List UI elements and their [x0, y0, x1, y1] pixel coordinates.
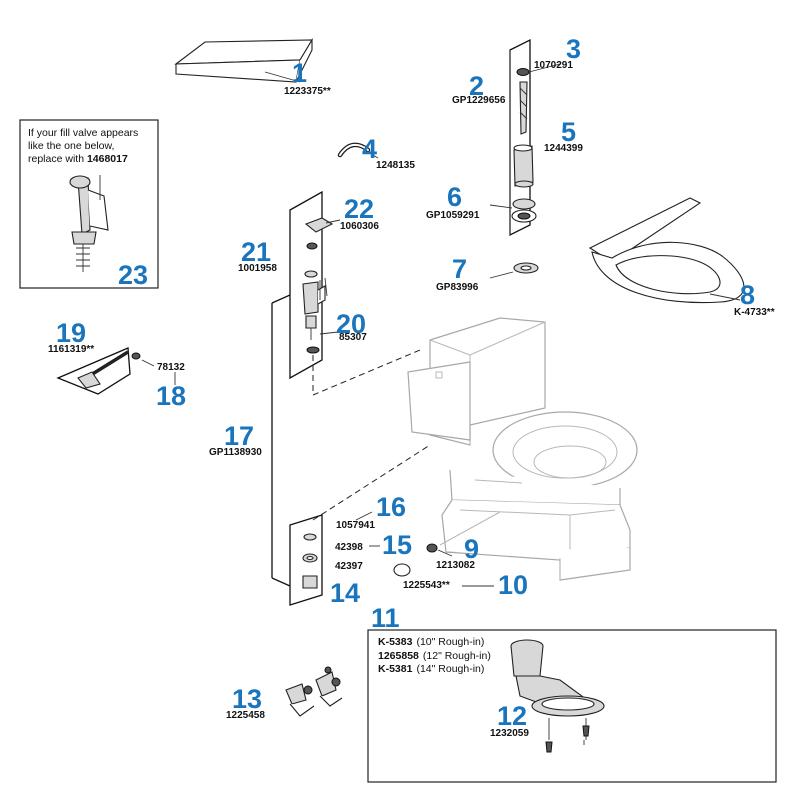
flush-valve-bracket — [489, 38, 561, 237]
callout-22: 22 — [344, 194, 374, 224]
part-code-18: 78132 — [157, 362, 185, 373]
part-code-19: 1161319** — [48, 344, 94, 355]
part-code-17: GP1138930 — [209, 447, 262, 458]
callout-16: 16 — [376, 492, 406, 522]
note-line-3-prefix: replace with — [28, 153, 87, 165]
callout-19: 19 — [56, 318, 86, 348]
rough-in-code-3: K-5381 — [378, 663, 413, 675]
callout-6: 6 — [447, 182, 462, 212]
part-code-10: 1225543** — [403, 580, 450, 591]
toilet-seat — [588, 197, 745, 304]
part-code-4: 1248135 — [376, 160, 415, 171]
callout-5: 5 — [561, 117, 576, 147]
callout-11: 11 — [371, 603, 400, 633]
seat-hinges — [285, 666, 343, 717]
part-code-22: 1060306 — [340, 221, 379, 232]
note-line-3: replace with 1468017 — [28, 153, 128, 165]
part-code-20: 85307 — [339, 332, 367, 343]
tank-lid — [174, 38, 313, 83]
callout-7: 7 — [452, 254, 467, 284]
part-code-15: 42398 — [335, 542, 363, 553]
note-line-3-code: 1468017 — [87, 153, 128, 165]
callout-2: 2 — [469, 71, 484, 101]
part-code-6: GP1059291 — [426, 210, 480, 221]
part-code-9: 1213082 — [436, 560, 475, 571]
callout-4: 4 — [362, 134, 377, 164]
part-code-12: 1232059 — [490, 728, 529, 739]
part-code-7: GP83996 — [436, 282, 479, 293]
rough-in-code-1: K-5383 — [378, 636, 413, 648]
callout-1: 1 — [292, 58, 307, 88]
callout-3: 3 — [566, 34, 581, 64]
tank-to-bowl-gasket — [489, 262, 539, 279]
part-code-16: 1057941 — [336, 520, 375, 531]
callout-13: 13 — [232, 684, 262, 714]
refill-tube — [337, 142, 379, 159]
rough-in-code-2: 1265858 — [378, 650, 419, 662]
supply-kit — [289, 511, 380, 606]
fill-valve-note-box — [19, 119, 159, 289]
callout-17: 17 — [224, 421, 254, 451]
note-line-1: If your fill valve appears — [28, 127, 138, 139]
part-code-2: GP1229656 — [452, 95, 506, 106]
rough-in-line-2: 1265858 (12" Rough-in) — [378, 650, 491, 662]
part-code-21: 1001958 — [238, 263, 277, 274]
callout-18: 18 — [156, 381, 186, 411]
bolt-caps — [393, 511, 501, 587]
callout-8: 8 — [740, 280, 755, 310]
rough-in-desc-3: (14" Rough-in) — [416, 663, 484, 675]
part-code-8: K-4733** — [734, 307, 775, 318]
callout-15: 15 — [382, 530, 412, 560]
rough-in-line-3: K-5381(14" Rough-in) — [378, 663, 484, 675]
rough-in-line-1: K-5383(10" Rough-in) — [378, 636, 484, 648]
part-code-13: 1225458 — [226, 710, 265, 721]
part-code-3: 1070291 — [534, 60, 573, 71]
fill-valve-kit — [271, 190, 341, 587]
callout-12: 12 — [497, 701, 527, 731]
rough-in-adapter — [510, 639, 605, 753]
callout-21: 21 — [241, 237, 271, 267]
callout-20: 20 — [336, 309, 366, 339]
callout-9: 9 — [464, 534, 479, 564]
part-code-5: 1244399 — [544, 143, 583, 154]
part-code-14: 42397 — [335, 561, 363, 572]
part-code-1: 1223375** — [284, 86, 331, 97]
trip-lever — [56, 347, 176, 395]
rough-in-desc-1: (10" Rough-in) — [416, 636, 484, 648]
callout-10: 10 — [498, 570, 528, 600]
callout-23: 23 — [118, 260, 148, 290]
note-line-2: like the one below, — [28, 140, 114, 152]
toilet-body — [407, 317, 638, 581]
rough-in-desc-2: (12" Rough-in) — [423, 650, 491, 662]
callout-14: 14 — [330, 578, 360, 608]
rough-in-box — [367, 629, 777, 783]
